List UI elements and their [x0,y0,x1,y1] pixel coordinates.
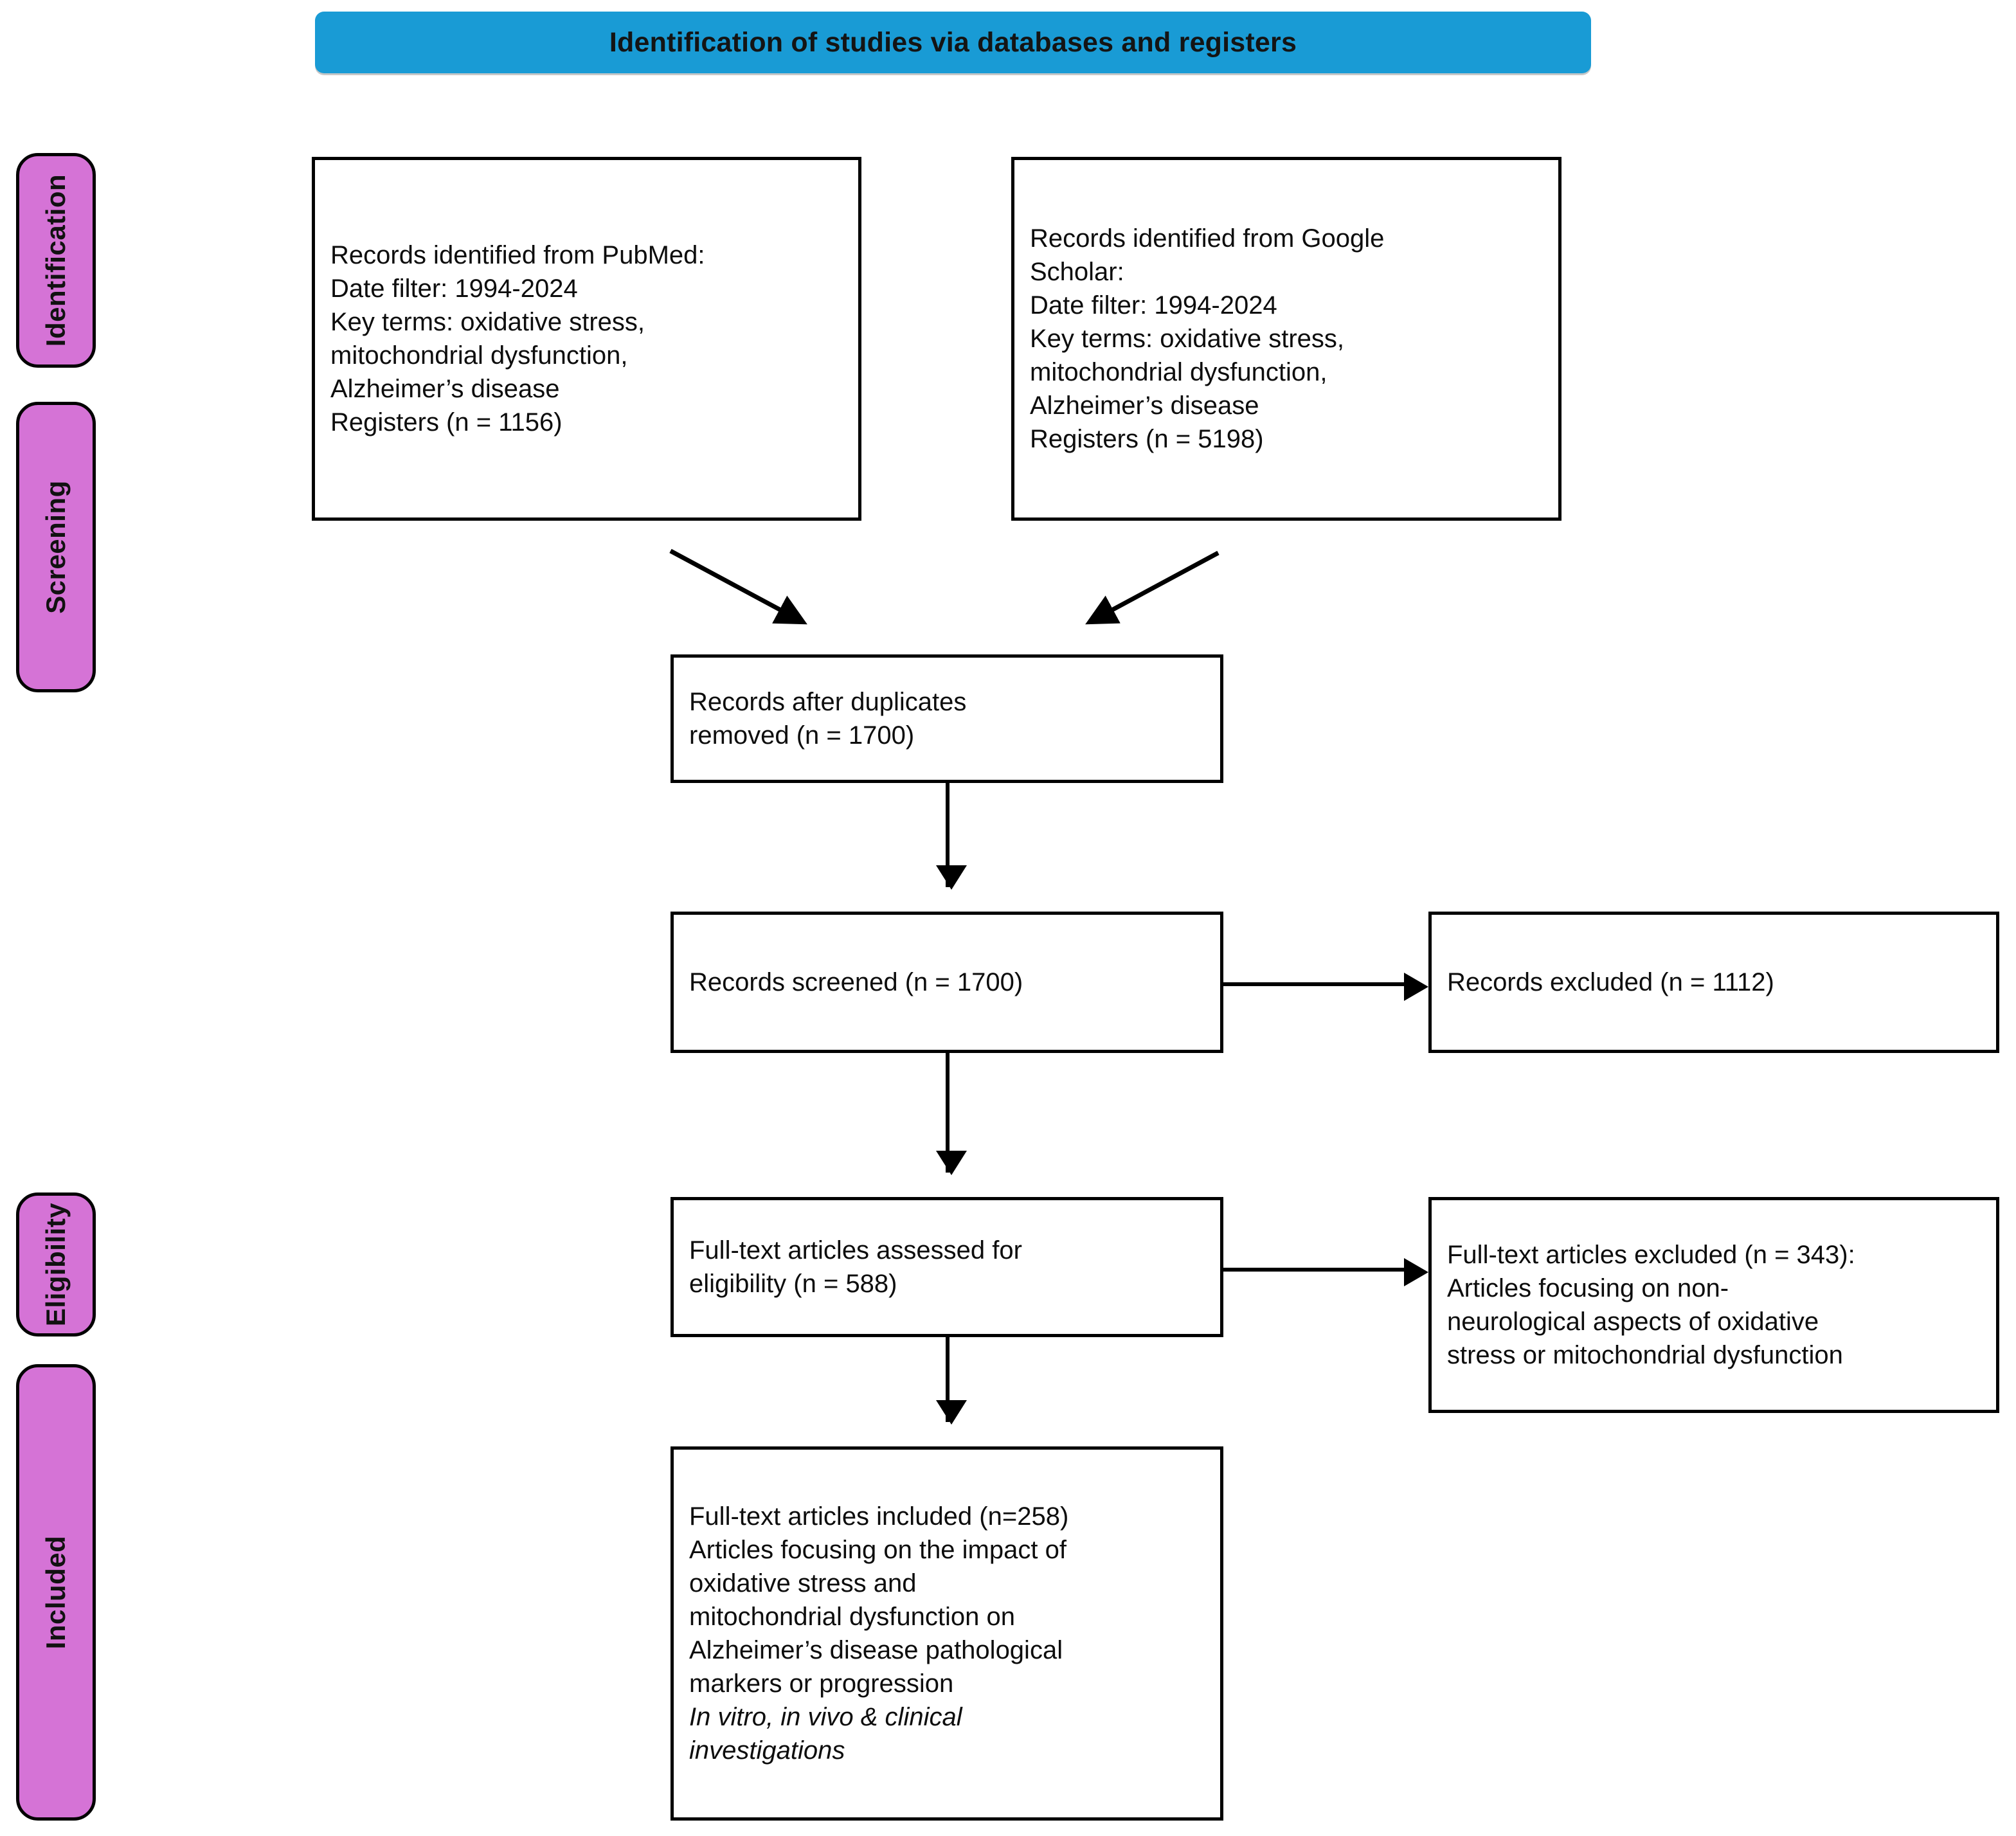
page-title: Identification of studies via databases … [609,26,1297,58]
stage-label-text: Identification [40,174,71,347]
stage-label-eligibility: Eligibility [16,1192,96,1336]
node-records-identified-google-scholar: Records identified from Google Scholar: … [1011,157,1562,521]
node-fulltext-assessed-for-eligibility: Full-text articles assessed for eligibil… [670,1197,1223,1337]
node-text-plain: Full-text articles included (n=258) Arti… [689,1502,1069,1698]
node-records-identified-pubmed: Records identified from PubMed: Date fil… [312,157,861,521]
stage-label-included: Included [16,1364,96,1821]
edge-scholar-to-dedup [1085,550,1220,625]
node-text: Records identified from PubMed: Date fil… [330,241,705,437]
node-text: Records screened (n = 1700) [689,968,1023,996]
edge-screened-to-fulltext [936,1053,967,1175]
node-fulltext-articles-excluded: Full-text articles excluded (n = 343): A… [1428,1197,1999,1413]
edge-pubmed-to-dedup [669,548,807,625]
node-text: Records identified from Google Scholar: … [1030,224,1385,453]
node-records-screened: Records screened (n = 1700) [670,912,1223,1053]
node-text: Full-text articles assessed for eligibil… [689,1236,1022,1298]
header-banner: Identification of studies via databases … [315,12,1591,73]
node-text: Full-text articles excluded (n = 343): A… [1447,1241,1855,1369]
edge-dedup-to-screened [936,783,967,890]
stage-label-text: Included [40,1535,71,1650]
node-records-after-duplicates-removed: Records after duplicates removed (n = 17… [670,654,1223,783]
node-text-italic: In vitro, in vivo & clinical investigati… [689,1703,962,1765]
node-text: Records excluded (n = 1112) [1447,968,1774,996]
stage-label-identification: Identification [16,153,96,368]
node-text: Records after duplicates removed (n = 17… [689,688,967,750]
stage-label-text: Screening [40,480,71,614]
edge-fulltext-to-included [936,1337,967,1425]
stage-label-text: Eligibility [40,1202,71,1327]
stage-label-screening: Screening [16,402,96,692]
node-text: Full-text articles included (n=258) Arti… [674,1466,1084,1801]
node-fulltext-articles-included: Full-text articles included (n=258) Arti… [670,1446,1223,1821]
edge-fulltext-to-fulltext-excluded [1223,1258,1428,1286]
node-records-excluded: Records excluded (n = 1112) [1428,912,1999,1053]
edge-screened-to-excluded [1223,973,1428,1001]
